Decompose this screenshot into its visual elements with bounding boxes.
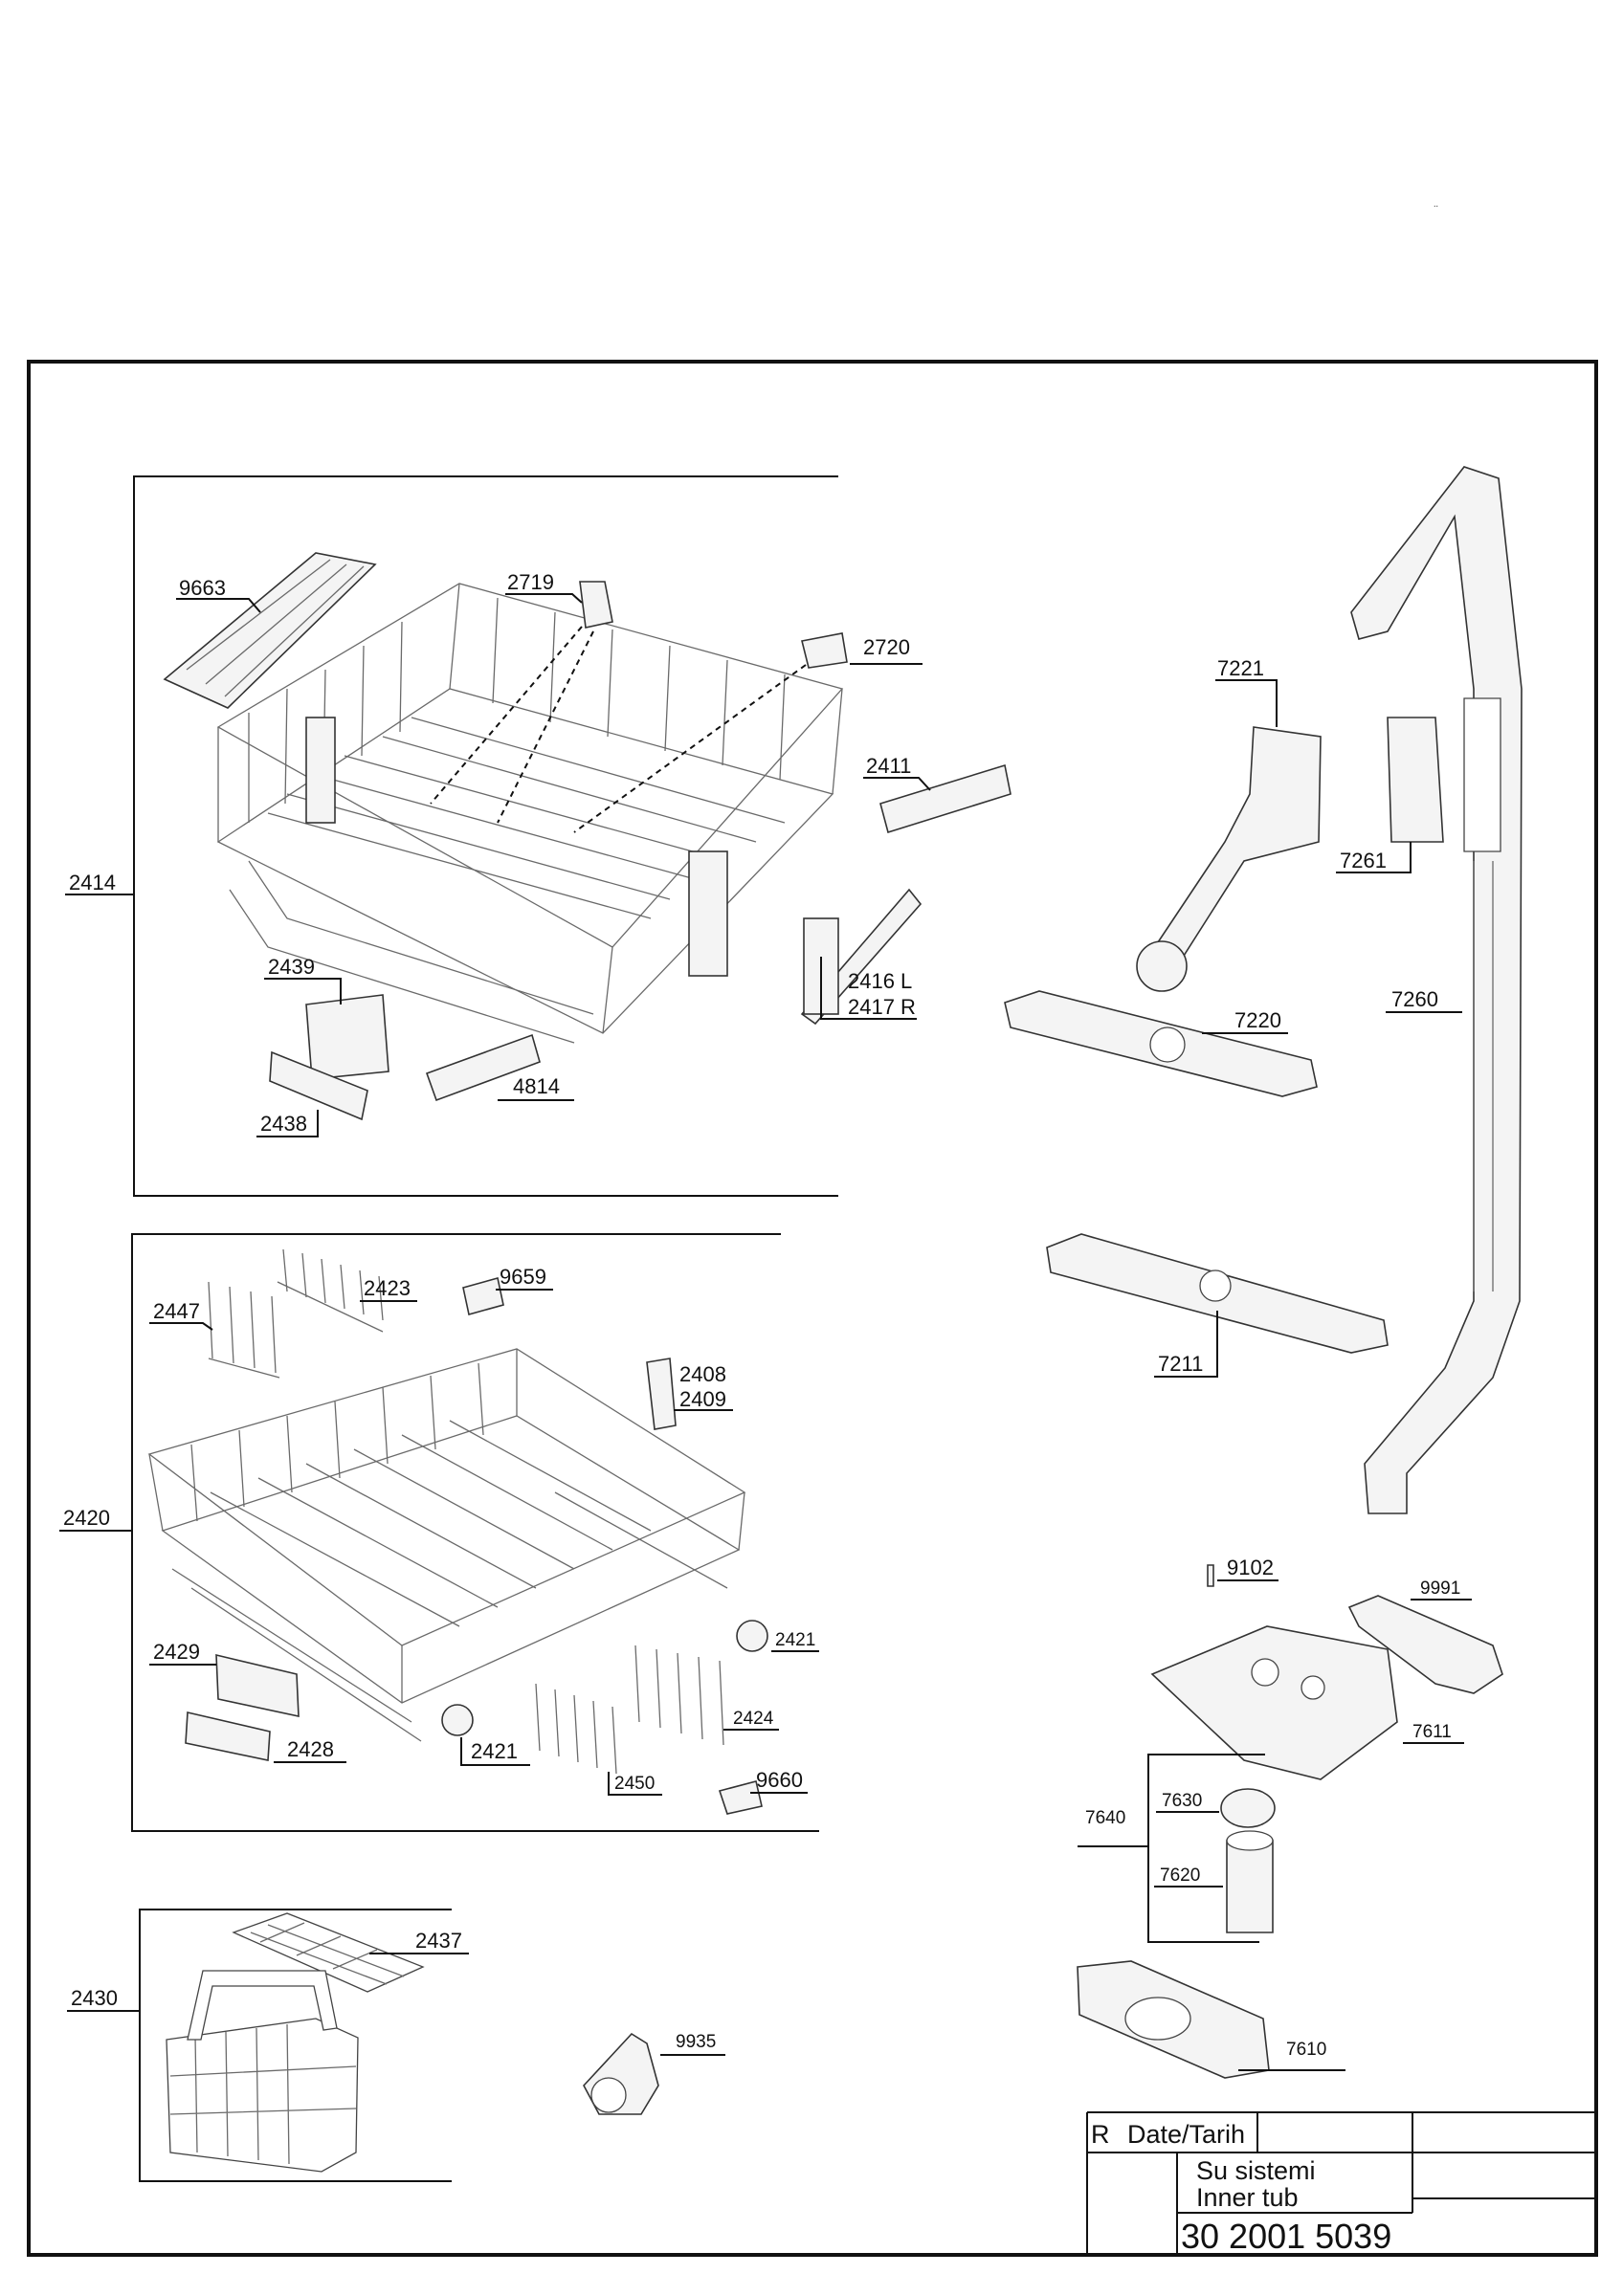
part-2438-illustration <box>269 1050 368 1121</box>
filter-group: 9102 9991 7611 7640 7630 7620 7610 <box>1077 1556 1503 2079</box>
label-7611: 7611 <box>1412 1722 1452 1742</box>
pipe-7260-clip <box>1463 697 1501 852</box>
part-4814-illustration <box>425 1033 541 1102</box>
title-block-date: Date/Tarih <box>1127 2120 1245 2149</box>
label-4814: 4814 <box>513 1074 560 1098</box>
label-7630: 7630 <box>1162 1791 1202 1811</box>
label-9663: 9663 <box>179 576 226 600</box>
label-2428: 2428 <box>287 1737 334 1761</box>
label-2439: 2439 <box>268 955 315 979</box>
part-2408-illustration <box>646 1358 677 1430</box>
part-9991-illustration <box>1347 1595 1503 1694</box>
label-2417: 2417 R <box>848 995 916 1019</box>
label-7260: 7260 <box>1391 987 1438 1011</box>
spray-arm-7220-hub <box>1149 1027 1186 1063</box>
label-2430: 2430 <box>71 1986 118 2010</box>
label-2423: 2423 <box>364 1276 411 1300</box>
cutlery-basket-2430-illustration <box>166 2018 359 2173</box>
cover-7611-illustration <box>1150 1625 1398 1780</box>
part-9659-illustration <box>462 1277 504 1315</box>
upper-basket-group: 9663 2719 2720 2411 2414 2416 L 2417 R 2… <box>65 475 1012 1197</box>
screw-9102-illustration <box>1207 1564 1214 1587</box>
label-2421-bottom: 2421 <box>471 1739 518 1763</box>
label-7211: 7211 <box>1158 1352 1203 1376</box>
label-2447: 2447 <box>153 1299 200 1323</box>
water-system-group: 7260 7261 7221 7220 7211 <box>1004 466 1523 1514</box>
cutlery-basket-handle <box>187 1970 338 2041</box>
title-block-name-tr: Su sistemi <box>1196 2156 1316 2185</box>
label-2438: 2438 <box>260 1112 307 1136</box>
label-9660: 9660 <box>756 1768 803 1792</box>
label-7640: 7640 <box>1085 1808 1125 1828</box>
label-2429: 2429 <box>153 1640 200 1664</box>
lower-basket-illustration <box>147 1348 746 1742</box>
label-9991: 9991 <box>1420 1578 1460 1599</box>
shelf-insert-9663-illustration <box>163 552 377 709</box>
label-2450: 2450 <box>614 1774 655 1794</box>
spray-arm-7211-hub <box>1199 1269 1232 1302</box>
title-block-revision: R <box>1091 2120 1110 2149</box>
upper-basket-illustration <box>216 583 844 1044</box>
label-2424: 2424 <box>733 1709 774 1729</box>
top-mark: .. <box>1434 199 1438 209</box>
lower-basket-group: 2447 2423 9659 2408 2409 2420 2421 2429 … <box>59 1233 819 1832</box>
drawing-frame <box>27 360 1598 2257</box>
label-2421-right: 2421 <box>775 1630 815 1650</box>
part-2428-illustration <box>185 1711 271 1761</box>
label-2416: 2416 L <box>848 969 912 993</box>
label-9102: 9102 <box>1227 1556 1274 1579</box>
label-7221: 7221 <box>1217 656 1264 680</box>
title-block: R Date/Tarih Su sistemi Inner tub 30 200… <box>1086 2111 1596 2256</box>
label-2719: 2719 <box>507 570 554 594</box>
label-2411: 2411 <box>866 754 911 778</box>
label-7620: 7620 <box>1160 1866 1200 1886</box>
label-2720: 2720 <box>863 635 910 659</box>
part-9660-illustration <box>718 1780 763 1815</box>
title-block-doc-no: 30 2001 5039 <box>1181 2217 1391 2256</box>
part-2411-illustration <box>879 763 1012 834</box>
label-2437: 2437 <box>415 1929 462 1953</box>
wheel-2421-right-illustration <box>736 1620 768 1652</box>
title-block-name-en: Inner tub <box>1196 2183 1299 2212</box>
wheel-2421-bottom-illustration <box>441 1704 474 1736</box>
label-7610: 7610 <box>1286 2040 1326 2060</box>
part-2429-illustration <box>215 1653 300 1717</box>
filter-7630-illustration <box>1220 1788 1276 1828</box>
part-7221-hub <box>1136 940 1188 992</box>
label-9935: 9935 <box>676 2032 716 2052</box>
label-2408: 2408 <box>679 1362 726 1386</box>
label-9659: 9659 <box>500 1265 546 1289</box>
label-2409: 2409 <box>679 1387 726 1411</box>
label-7220: 7220 <box>1234 1008 1281 1032</box>
part-2720-illustration <box>801 632 848 669</box>
part-2719-illustration <box>579 581 613 629</box>
cutlery-group: 2437 2430 9935 <box>67 1909 725 2182</box>
part-7261-illustration <box>1387 717 1444 843</box>
label-2420: 2420 <box>63 1506 110 1530</box>
basket-side-rack <box>305 717 336 824</box>
part-7221-illustration <box>1146 726 1322 967</box>
filter-7620-illustration <box>1226 1840 1274 1933</box>
part-2439-illustration <box>305 994 389 1080</box>
label-2414: 2414 <box>69 871 116 894</box>
basket-rail-end <box>688 850 728 977</box>
label-7261: 7261 <box>1340 849 1387 872</box>
